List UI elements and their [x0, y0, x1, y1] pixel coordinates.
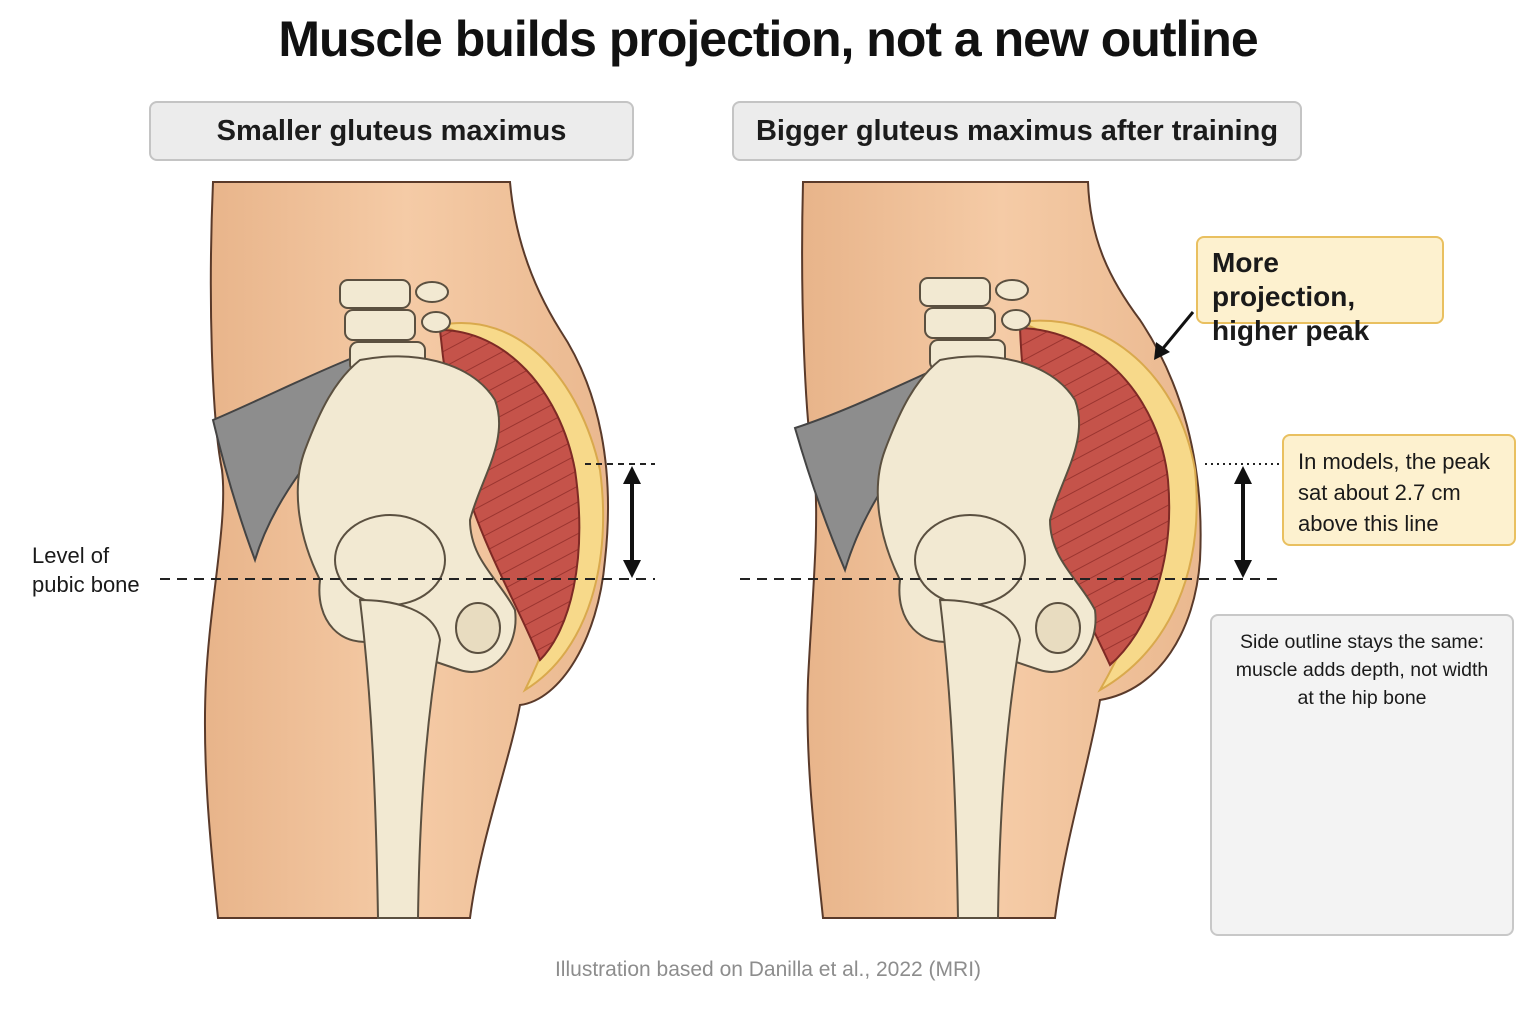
- left-femur-bone: [358, 598, 442, 919]
- projection-callout: More projection, higher peak: [1196, 236, 1444, 346]
- projection-pointer-arrow: [1158, 311, 1195, 353]
- right-obturator-hole: [1035, 602, 1081, 654]
- right-femoral-head: [914, 514, 1026, 606]
- right-arrow-head-up: [1234, 466, 1252, 484]
- right-femur-bone: [938, 598, 1022, 919]
- side-outline-inset: Side outline stays the same: muscle adds…: [1210, 614, 1514, 936]
- left-arrow-head-up: [623, 466, 641, 484]
- left-obturator-hole: [455, 602, 501, 654]
- pubic-level-label: Level of pubic bone: [32, 543, 140, 597]
- left-panel-label: Smaller gluteus maximus: [149, 101, 634, 161]
- inset-caption: Side outline stays the same: muscle adds…: [1235, 631, 1489, 709]
- projection-pointer-head: [1154, 342, 1170, 360]
- right-arrow-head-down: [1234, 560, 1252, 578]
- peak-height-callout: In models, the peak sat about 2.7 cm abo…: [1282, 434, 1516, 546]
- page-title: Muscle builds projection, not a new outl…: [278, 11, 1258, 67]
- right-panel-label: Bigger gluteus maximus after training: [732, 101, 1302, 161]
- source-credit: Illustration based on Danilla et al., 20…: [554, 958, 982, 981]
- right-figure: [740, 181, 1284, 919]
- left-spine-vertebrae: [339, 279, 451, 373]
- left-femoral-head: [334, 514, 446, 606]
- left-arrow-head-down: [623, 560, 641, 578]
- left-figure: [160, 181, 655, 919]
